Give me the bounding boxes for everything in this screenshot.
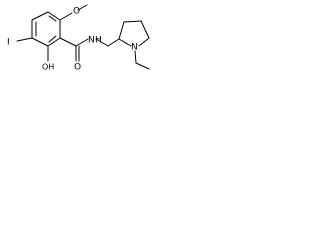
ethyl-group bbox=[134, 50, 150, 70]
ethyl-bond bbox=[134, 50, 137, 64]
substituent-bonds bbox=[16, 4, 120, 62]
methyl-bond bbox=[77, 4, 88, 11]
ring-bond bbox=[47, 11, 61, 21]
pyrrolidine-bond bbox=[123, 20, 142, 23]
pyrrolidine-bond bbox=[138, 37, 150, 47]
ring-inner-double-bond bbox=[48, 15, 57, 22]
iodo-bond bbox=[16, 37, 33, 42]
ch2-stereo-bond bbox=[107, 38, 120, 47]
pyrrolidine-bond bbox=[118, 21, 125, 40]
ring-bond bbox=[31, 11, 49, 21]
ring-bond bbox=[47, 37, 61, 47]
methoxy-oxygen-label: O bbox=[73, 7, 80, 17]
pyrrolidine-bond bbox=[118, 38, 132, 47]
carbonyl-oxygen-label: O bbox=[74, 63, 81, 73]
iodine-label: I bbox=[7, 38, 10, 48]
methoxy-bond bbox=[59, 12, 73, 21]
benzene-ring bbox=[31, 11, 61, 47]
carbonyl-carbon-bond bbox=[59, 37, 77, 47]
amide-bond bbox=[75, 38, 89, 47]
amide-nitrogen-label: N bbox=[88, 36, 95, 46]
pyrrolidine-ring bbox=[118, 20, 150, 47]
ethyl-bond bbox=[135, 62, 150, 70]
ring-inner-double-bond bbox=[48, 35, 57, 43]
nh-ch2-bond bbox=[95, 38, 109, 47]
pyrrolidine-nitrogen-label: N bbox=[131, 43, 138, 53]
molecule-structure: O I O OH N H N bbox=[7, 4, 150, 73]
pyrrolidine-bond bbox=[140, 20, 150, 39]
amide-hydrogen-label: H bbox=[95, 36, 102, 46]
hydroxyl-label: OH bbox=[42, 63, 54, 72]
ring-bond bbox=[31, 37, 49, 47]
